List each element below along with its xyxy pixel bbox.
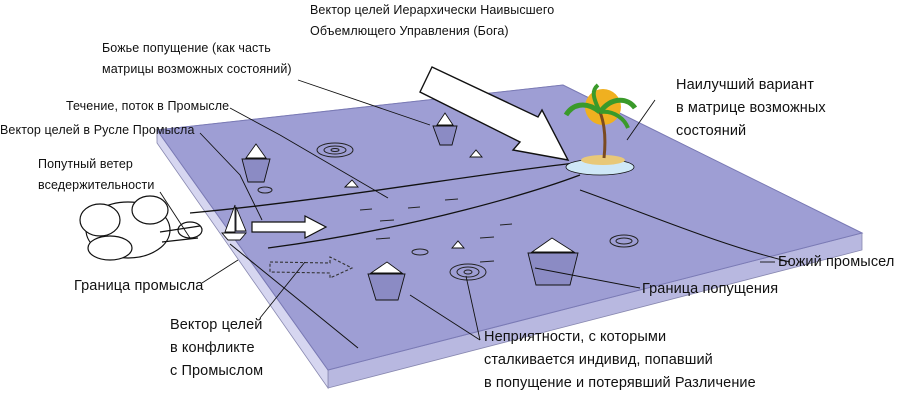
label-tailwind: Попутный ветер вседержительности	[38, 154, 154, 196]
whirlpool-icon	[257, 142, 639, 281]
current-flow-channel	[189, 162, 581, 249]
storm-cloud-icon	[79, 195, 203, 261]
label-line: сталкивается индивид, попавший	[484, 352, 713, 368]
sea-plane	[156, 84, 864, 390]
label-line: Вектор целей Иерархически Наивысшего	[310, 3, 555, 17]
label-goal-vector-top: Вектор целей Иерархически Наивысшего Объ…	[310, 0, 554, 42]
label-troubles: Неприятности, с которыми сталкивается ин…	[484, 326, 756, 395]
label-divine-permission: Божье попущение (как часть матрицы возмо…	[102, 38, 292, 80]
iceberg-icon	[241, 112, 579, 301]
label-line: матрицы возможных состояний)	[102, 62, 292, 76]
label-line: в матрице возможных	[676, 100, 826, 116]
wave-marks	[359, 198, 513, 263]
label-permission-border: Граница попущения	[642, 281, 779, 297]
goal-vector-conflict-arrow	[269, 256, 354, 279]
island-palm-icon	[563, 83, 638, 176]
label-line: с Промыслом	[170, 363, 264, 379]
goal-vector-top-arrow	[419, 66, 570, 161]
label-line: состояний	[676, 123, 747, 139]
label-line: вседержительности	[38, 178, 155, 192]
label-best-option: Наилучший вариант в матрице возможных со…	[676, 74, 826, 143]
goal-vector-providence-arrow	[251, 215, 328, 239]
label-line: в попущение и потерявший Различение	[484, 375, 756, 391]
sailboat-icon	[221, 204, 247, 241]
label-line: Наилучший вариант	[676, 77, 814, 93]
label-line: Попутный ветер	[38, 157, 133, 171]
label-current-flow: Течение, поток в Промысле	[66, 99, 230, 113]
label-line: Объемлющего Управления (Бога)	[310, 24, 509, 38]
label-line: Вектор целей	[170, 317, 263, 333]
boundary-lines	[229, 189, 791, 349]
label-goal-vector-providence: Вектор целей в Русле Промысла	[0, 123, 195, 137]
leader-lines	[159, 79, 775, 341]
label-divine-providence: Божий промысел	[778, 254, 895, 270]
label-providence-border: Граница промысла	[74, 278, 204, 294]
label-line: Божье попущение (как часть	[102, 41, 271, 55]
label-line: Неприятности, с которыми	[484, 329, 667, 345]
label-goal-vector-conflict: Вектор целей в конфликте с Промыслом	[170, 314, 263, 383]
label-line: в конфликте	[170, 340, 255, 356]
